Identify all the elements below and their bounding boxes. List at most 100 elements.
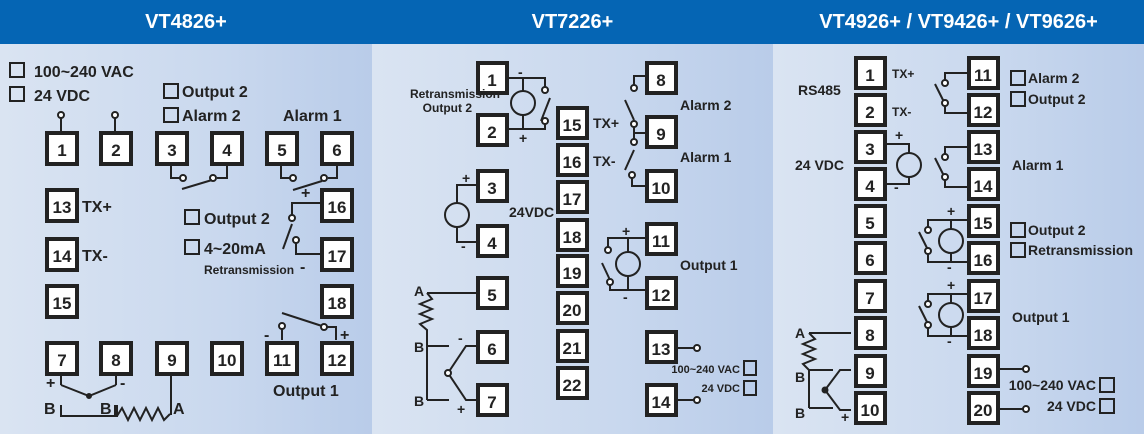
label-minus-1: - <box>518 64 523 80</box>
terminal-1-label: 1 <box>57 141 66 160</box>
terminal-4-label: 4 <box>865 177 875 196</box>
terminal-9-label: 9 <box>865 364 874 383</box>
checkbox-output2-b[interactable] <box>1010 222 1026 238</box>
terminal-20 <box>556 291 589 325</box>
terminal-6 <box>854 241 887 275</box>
label-24vdc: 24 VDC <box>795 157 844 173</box>
terminal-15 <box>967 204 1000 238</box>
checkbox-output2-mid[interactable] <box>184 209 200 225</box>
terminal-4-label: 4 <box>487 234 497 253</box>
checkbox-power-dc[interactable] <box>9 86 25 102</box>
checkbox-power-ac[interactable] <box>743 360 757 376</box>
checkbox-retransmission[interactable] <box>1010 242 1026 258</box>
terminal-15 <box>45 284 79 319</box>
wiring-diagram-vt7226: 1 2 3 4 5 6 7 15 16 17 18 19 20 21 22 8 … <box>410 61 757 417</box>
checkbox-retrans-ma[interactable] <box>184 239 200 255</box>
terminal-13-label: 13 <box>974 140 993 159</box>
label-plus-15: + <box>947 203 955 219</box>
terminal-14 <box>645 383 678 417</box>
terminal-15 <box>556 106 589 140</box>
terminal-16-label: 16 <box>563 153 582 172</box>
label-minus-9: - <box>842 361 847 377</box>
wiring-diagram-vt4826: 1 2 3 4 5 6 13 14 15 16 17 18 7 8 9 10 1… <box>9 62 354 423</box>
terminal-10-label: 10 <box>652 179 671 198</box>
label-output2-mid: Output 2 <box>204 211 270 228</box>
terminal-22 <box>556 366 589 400</box>
label-minus-11: - <box>264 327 269 344</box>
checkbox-power-dc[interactable] <box>1099 398 1115 414</box>
label-minus-16: - <box>947 259 952 275</box>
terminal-18-label: 18 <box>974 326 993 345</box>
terminal-17 <box>967 279 1000 313</box>
terminal-17 <box>556 180 589 214</box>
label-retrans-ma: 4~20mA <box>204 241 266 258</box>
terminal-21 <box>556 329 589 363</box>
terminal-7 <box>45 341 79 376</box>
label-tx-minus: TX- <box>892 105 911 119</box>
checkbox-alarm2[interactable] <box>163 107 179 123</box>
terminal-16-label: 16 <box>328 198 347 217</box>
label-plus-16: + <box>301 185 310 202</box>
checkbox-power-dc[interactable] <box>743 380 757 396</box>
label-minus-18: - <box>947 333 952 349</box>
checkbox-alarm2[interactable] <box>1010 70 1026 86</box>
label-b2: B <box>100 401 112 418</box>
terminal-10 <box>210 341 244 376</box>
terminal-18 <box>320 284 354 319</box>
label-retransmission: Retransmission <box>204 263 294 277</box>
label-alarm2: Alarm 2 <box>1028 70 1080 86</box>
terminal-20 <box>967 391 1000 425</box>
panel-vt7226: VT7226+ <box>372 0 773 438</box>
label-plus-3: + <box>895 127 903 143</box>
panel-vt4926-vt9426-vt9626: VT4926+ / VT9426+ / VT9626+ <box>773 0 1144 438</box>
terminal-6-label: 6 <box>865 251 874 270</box>
checkbox-output2[interactable] <box>1010 91 1026 107</box>
terminal-14-label: 14 <box>974 177 993 196</box>
label-a: A <box>414 283 424 299</box>
label-minus-6: - <box>458 330 463 346</box>
label-tx-plus: TX+ <box>892 67 914 81</box>
terminal-13 <box>967 130 1000 164</box>
label-output1: Output 1 <box>680 257 738 273</box>
terminal-5 <box>265 131 299 166</box>
terminal-16 <box>320 188 354 223</box>
checkbox-power-ac[interactable] <box>9 62 25 78</box>
panel-vt4826: VT4826+ <box>0 0 372 438</box>
terminal-13-label: 13 <box>53 198 72 217</box>
label-output2-b: Output 2 <box>1028 222 1086 238</box>
terminal-3 <box>476 169 509 203</box>
terminal-10-label: 10 <box>861 401 880 420</box>
label-plus-11: + <box>622 223 630 239</box>
terminal-10 <box>645 169 678 203</box>
terminal-14 <box>967 167 1000 201</box>
label-plus-12: + <box>340 327 349 344</box>
label-alarm2: Alarm 2 <box>680 97 732 113</box>
label-minus-4: - <box>461 238 466 254</box>
terminal-5-label: 5 <box>487 286 496 305</box>
terminal-14-label: 14 <box>652 393 671 412</box>
terminal-12-label: 12 <box>652 286 671 305</box>
label-output2-top: Output 2 <box>182 84 248 101</box>
terminal-22-label: 22 <box>563 376 582 395</box>
terminal-8-label: 8 <box>865 326 874 345</box>
checkbox-power-ac[interactable] <box>1099 377 1115 393</box>
label-output1: Output 1 <box>273 383 339 400</box>
label-plus-7: + <box>457 401 465 417</box>
terminal-5-label: 5 <box>865 214 874 233</box>
terminal-9 <box>854 354 887 388</box>
terminal-4 <box>210 131 244 166</box>
terminal-1-label: 1 <box>487 71 496 90</box>
checkbox-output2-top[interactable] <box>163 83 179 99</box>
terminal-17-label: 17 <box>328 247 347 266</box>
terminal-9-label: 9 <box>167 351 176 370</box>
terminal-19-label: 19 <box>563 264 582 283</box>
terminal-13-label: 13 <box>652 340 671 359</box>
terminal-6-label: 6 <box>332 141 341 160</box>
terminal-7 <box>854 279 887 313</box>
label-retransmission: Retransmission <box>1028 242 1133 258</box>
terminal-11-label: 11 <box>652 232 670 251</box>
label-power-ac: 100~240 VAC <box>1009 377 1096 393</box>
label-plus-2: + <box>519 130 527 146</box>
label-b2: B <box>414 393 424 409</box>
terminal-8-label: 8 <box>656 71 665 90</box>
